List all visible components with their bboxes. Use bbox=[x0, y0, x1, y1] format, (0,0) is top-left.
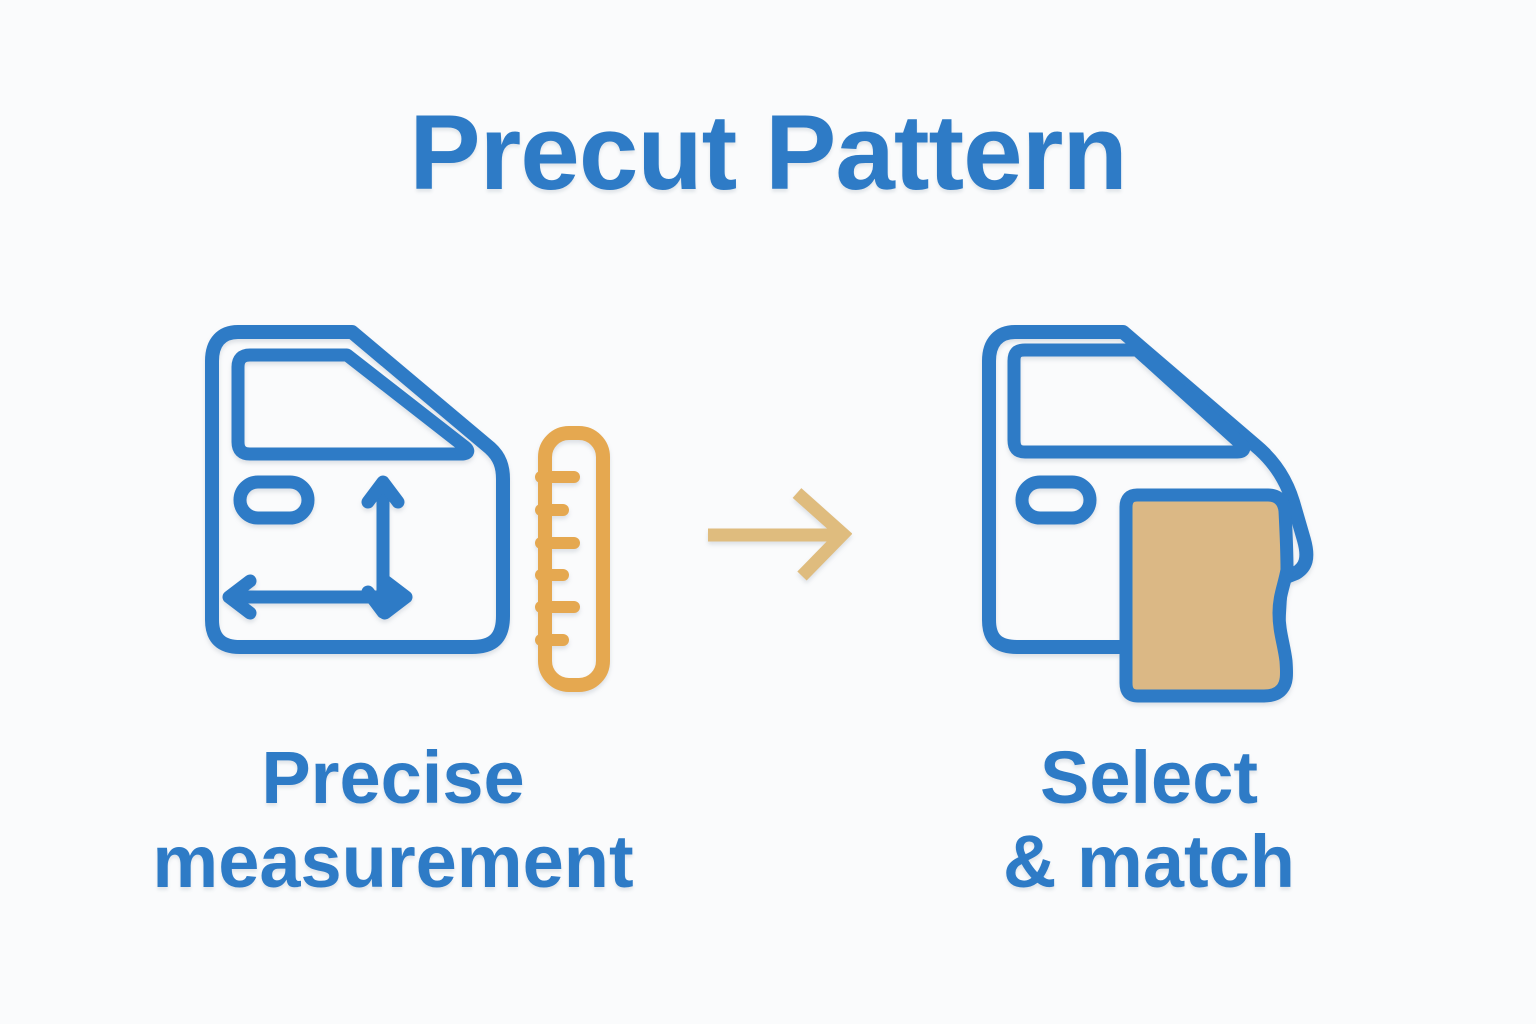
step-label-line: Precise bbox=[261, 736, 525, 819]
step-label-line: measurement bbox=[152, 820, 634, 904]
ruler-icon bbox=[535, 426, 610, 692]
right-arrow-icon bbox=[708, 488, 852, 581]
car-door-outline bbox=[982, 325, 1314, 654]
car-door-measure-icon bbox=[205, 325, 610, 692]
door-handle bbox=[1015, 475, 1097, 525]
door-window bbox=[231, 348, 475, 461]
page-title: Precut Pattern bbox=[409, 92, 1127, 212]
car-door-outline bbox=[205, 325, 510, 654]
step-label-select-match: Select & match bbox=[899, 736, 1399, 905]
pattern-piece bbox=[1119, 488, 1294, 703]
door-window bbox=[1007, 343, 1251, 459]
step-label-line: Select bbox=[1039, 736, 1259, 819]
measure-arrows-icon bbox=[222, 475, 413, 620]
car-door-pattern-icon bbox=[982, 325, 1314, 703]
step-label-precise-measurement: Precise measurement bbox=[93, 736, 693, 905]
step-label-line: & match bbox=[1003, 820, 1295, 904]
door-handle bbox=[233, 475, 315, 525]
